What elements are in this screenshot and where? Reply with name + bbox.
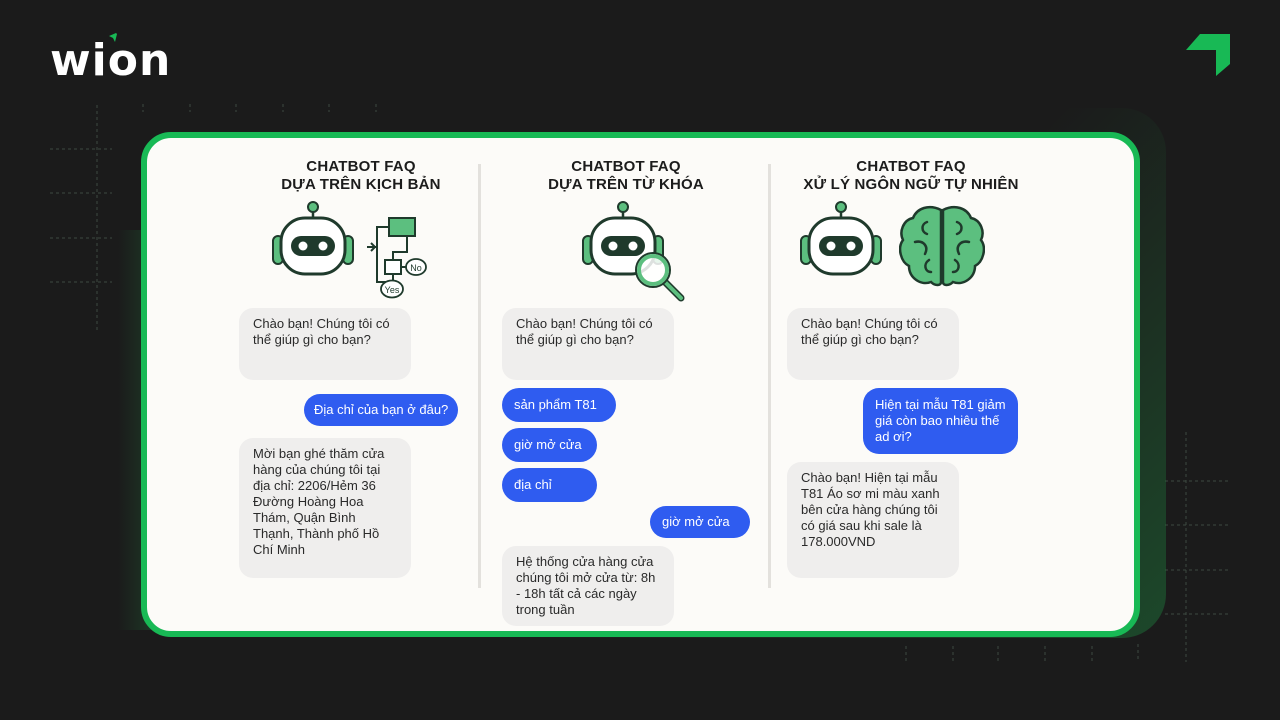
keyword-option-button[interactable]: địa chỉ (502, 468, 597, 502)
user-message: Hiện tại mẫu T81 giảm giá còn bao nhiêu … (863, 388, 1018, 454)
title-line-1: CHATBOT FAQ (571, 158, 681, 175)
corner-arrow-icon (1186, 34, 1230, 76)
title-line-1: CHATBOT FAQ (306, 158, 416, 175)
bot-message: Mời bạn ghé thăm cửa hàng của chúng tôi … (239, 438, 411, 578)
keyword-option-button[interactable]: giờ mở cửa (502, 428, 597, 462)
title-line-2: XỬ LÝ NGÔN NGỮ TỰ NHIÊN (803, 176, 1019, 193)
column-divider (768, 164, 771, 588)
bot-message: Chào bạn! Chúng tôi có thể giúp gì cho b… (787, 308, 959, 380)
flowchart-yes-label: Yes (385, 285, 400, 295)
brain-icon (899, 206, 985, 287)
robot-icon (800, 201, 882, 276)
title-line-1: CHATBOT FAQ (856, 158, 966, 175)
title-line-2: DỰA TRÊN KỊCH BẢN (281, 176, 441, 193)
robot-icon (272, 201, 354, 276)
robot-with-magnifier-icon (582, 201, 685, 302)
column-1-title: CHATBOT FAQ DỰA TRÊN KỊCH BẢN (231, 158, 491, 194)
column-3-title: CHATBOT FAQ XỬ LÝ NGÔN NGỮ TỰ NHIÊN (786, 158, 1036, 194)
user-message: giờ mở cửa (650, 506, 750, 538)
bot-message: Hệ thống cửa hàng cửa chúng tôi mở cửa t… (502, 546, 674, 626)
chatbot-comparison-card: CHATBOT FAQ DỰA TRÊN KỊCH BẢN No Yes Chà… (141, 132, 1140, 637)
column-2-title: CHATBOT FAQ DỰA TRÊN TỪ KHÓA (496, 158, 756, 194)
column-divider (478, 164, 481, 588)
title-line-2: DỰA TRÊN TỪ KHÓA (548, 176, 704, 193)
keyword-option-button[interactable]: sản phẩm T81 (502, 388, 616, 422)
flowchart-no-label: No (410, 263, 422, 273)
wion-logo: wion (50, 35, 172, 86)
logo-accent-arrow-icon (109, 33, 117, 42)
bot-message: Chào bạn! Chúng tôi có thể giúp gì cho b… (239, 308, 411, 380)
user-message: Địa chỉ của bạn ở đâu? (304, 394, 459, 426)
bot-message: Chào bạn! Chúng tôi có thể giúp gì cho b… (502, 308, 674, 380)
bot-message: Chào bạn! Hiện tại mẫu T81 Áo sơ mi màu … (787, 462, 959, 578)
flowchart-icon: No Yes (367, 217, 427, 299)
